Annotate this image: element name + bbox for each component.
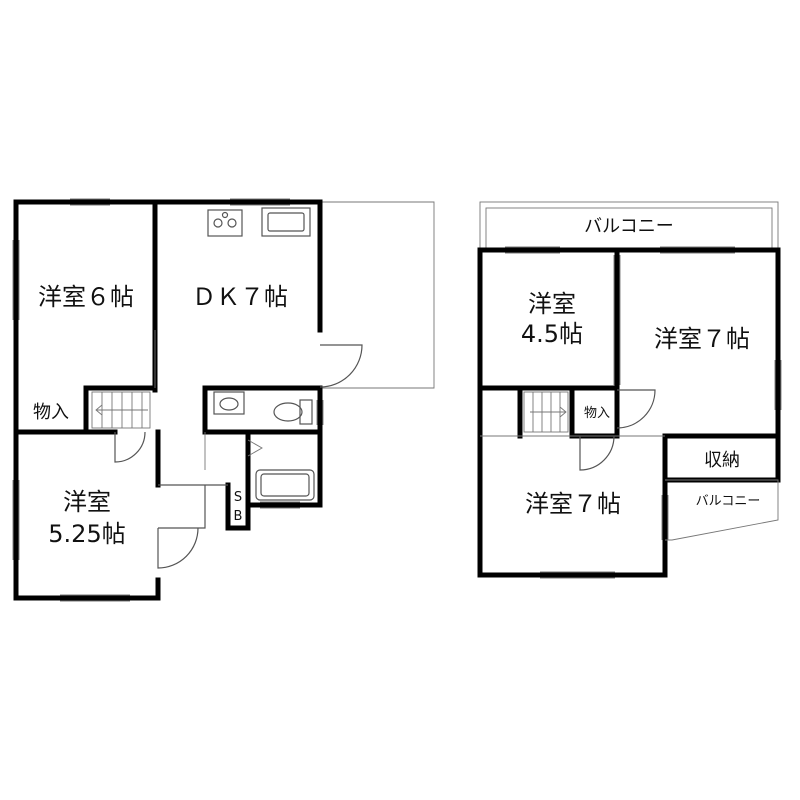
- label-room6: 洋室６帖: [38, 283, 134, 311]
- floor1: 洋室６帖 ＤＫ７帖 物入 洋室 5.25帖 S B: [12, 198, 435, 602]
- terrace-outline: [320, 201, 435, 389]
- label-closet2: 物入: [584, 406, 610, 421]
- label-dk: ＤＫ７帖: [192, 283, 288, 311]
- wall2-top-right: [477, 247, 781, 441]
- door-room525: [114, 431, 146, 463]
- label-storage: 収納: [704, 450, 740, 471]
- entry-step: [158, 485, 206, 529]
- window2-room7-right: [774, 360, 782, 410]
- label-room525-line1: 洋室: [63, 488, 111, 516]
- window2-room7-top: [660, 246, 735, 254]
- entrance-door: [319, 344, 363, 388]
- wall2-left-bottom: [477, 247, 668, 578]
- partition2: [613, 255, 621, 385]
- label-room45-line2: 4.5帖: [521, 320, 583, 348]
- door2-room7: [616, 389, 656, 429]
- window2-room45: [505, 246, 560, 254]
- washbasin-icon: [213, 391, 245, 415]
- stairs-floor2: [523, 391, 569, 433]
- label-closet1: 物入: [33, 402, 69, 423]
- label-sb-b: B: [234, 509, 243, 524]
- window-toilet: [316, 400, 324, 425]
- wall-top: [13, 199, 323, 333]
- wall-bath-bottom: [245, 429, 323, 508]
- wall-left: [13, 199, 161, 601]
- window-dk-top: [230, 198, 290, 206]
- bath-door-mark: [247, 439, 263, 457]
- balcony-side-outline: [665, 479, 779, 541]
- window2-room7b-bottom: [540, 571, 615, 579]
- label-balcony-top: バルコニー: [584, 216, 674, 237]
- bathtub-icon: [255, 469, 315, 501]
- label-balcony-side: バルコニー: [696, 494, 761, 509]
- label-sb-s: S: [234, 490, 242, 505]
- wall-sb: [225, 482, 251, 531]
- window-room525-bottom: [60, 594, 130, 602]
- label-room7-right: 洋室７帖: [654, 325, 750, 353]
- door-entry-lower: [157, 527, 199, 569]
- window-room6-left: [12, 240, 20, 320]
- sink-icon: [261, 207, 311, 237]
- floor2: バルコニー 洋室 4.5帖 洋室７帖 物入 収納 洋室７帖 バルコニー: [477, 201, 782, 579]
- window-room6-top: [70, 198, 110, 206]
- window-bath: [260, 501, 300, 509]
- window2-balcony-side: [661, 495, 669, 540]
- stairs-floor1: [91, 391, 151, 429]
- stove-icon: [207, 209, 243, 237]
- label-room7-bottom: 洋室７帖: [525, 490, 621, 518]
- window-room525-left: [12, 480, 20, 560]
- label-room45-line1: 洋室: [528, 290, 576, 318]
- toilet-icon: [273, 399, 313, 425]
- door2-room7b: [579, 435, 615, 471]
- label-room525-line2: 5.25帖: [48, 520, 125, 548]
